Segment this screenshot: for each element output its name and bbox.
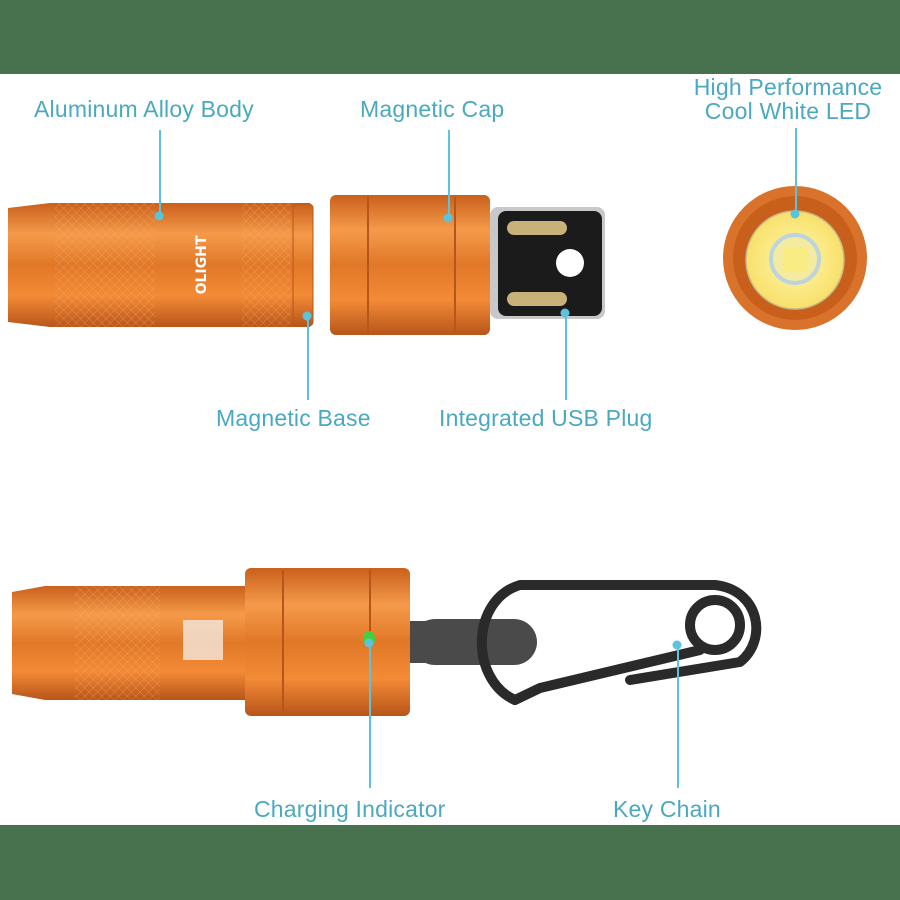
brand-logo: OLIGHT — [194, 235, 210, 294]
top-band — [0, 0, 900, 74]
callout-dot-key-chain — [672, 640, 682, 650]
callout-line-charging — [369, 643, 371, 788]
qr-code — [183, 620, 223, 660]
callout-dot-charging — [364, 638, 374, 648]
label-magnetic-base: Magnetic Base — [216, 405, 371, 431]
callout-line-magnetic-base — [307, 316, 309, 400]
magnetic-cap-part — [330, 195, 605, 335]
label-led: High Performance Cool White LED — [676, 75, 900, 123]
callout-dot-led — [790, 209, 800, 219]
bottom-band — [0, 825, 900, 900]
flashlight-body: OLIGHT — [8, 203, 314, 327]
label-aluminum-alloy-body: Aluminum Alloy Body — [34, 96, 254, 122]
callout-line-usb-plug — [565, 313, 567, 400]
callout-line-key-chain — [677, 645, 679, 788]
label-led-line2: Cool White LED — [704, 98, 872, 124]
callout-line-led — [795, 128, 797, 212]
label-magnetic-cap: Magnetic Cap — [360, 96, 505, 122]
key-chain-carabiner — [476, 580, 762, 705]
callout-line-magnetic-cap — [448, 130, 450, 216]
callout-dot-aluminum-body — [154, 211, 164, 221]
callout-dot-magnetic-cap — [443, 213, 453, 223]
callout-line-aluminum-body — [159, 130, 161, 214]
label-integrated-usb-plug: Integrated USB Plug — [439, 405, 653, 431]
callout-dot-usb-plug — [560, 308, 570, 318]
label-key-chain: Key Chain — [613, 796, 721, 822]
assembled-flashlight — [12, 568, 537, 716]
label-charging-indicator: Charging Indicator — [254, 796, 446, 822]
callout-dot-magnetic-base — [302, 311, 312, 321]
led-head — [723, 186, 867, 330]
label-led-line1: High Performance — [693, 74, 883, 100]
